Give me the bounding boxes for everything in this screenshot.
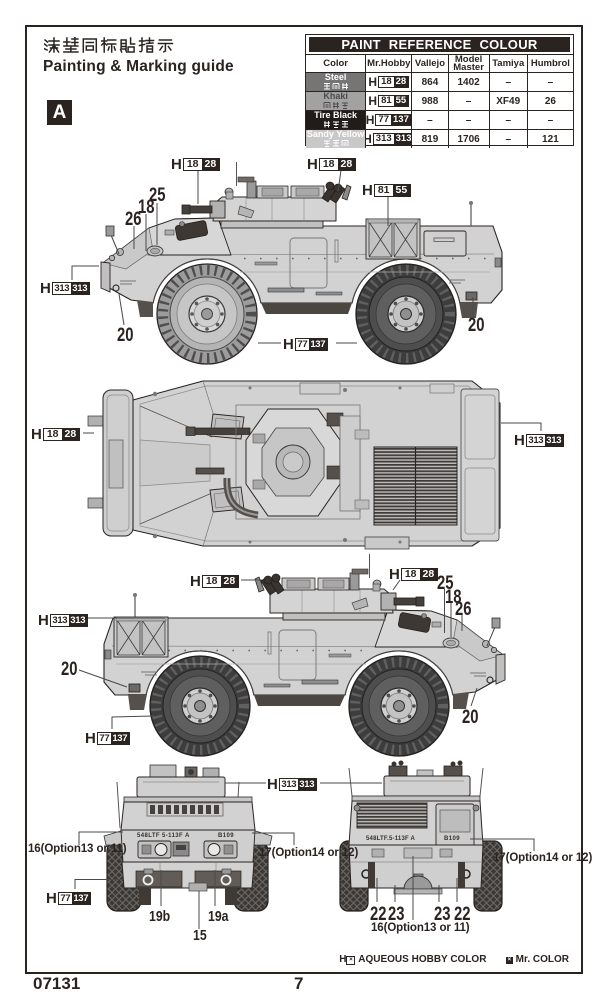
svg-text:548LTF.5-113F A: 548LTF.5-113F A [366,836,415,842]
svg-text:548LTF 5-113F A: 548LTF 5-113F A [137,833,190,839]
svg-text:B109: B109 [218,833,234,839]
svg-text:B109: B109 [444,836,460,842]
